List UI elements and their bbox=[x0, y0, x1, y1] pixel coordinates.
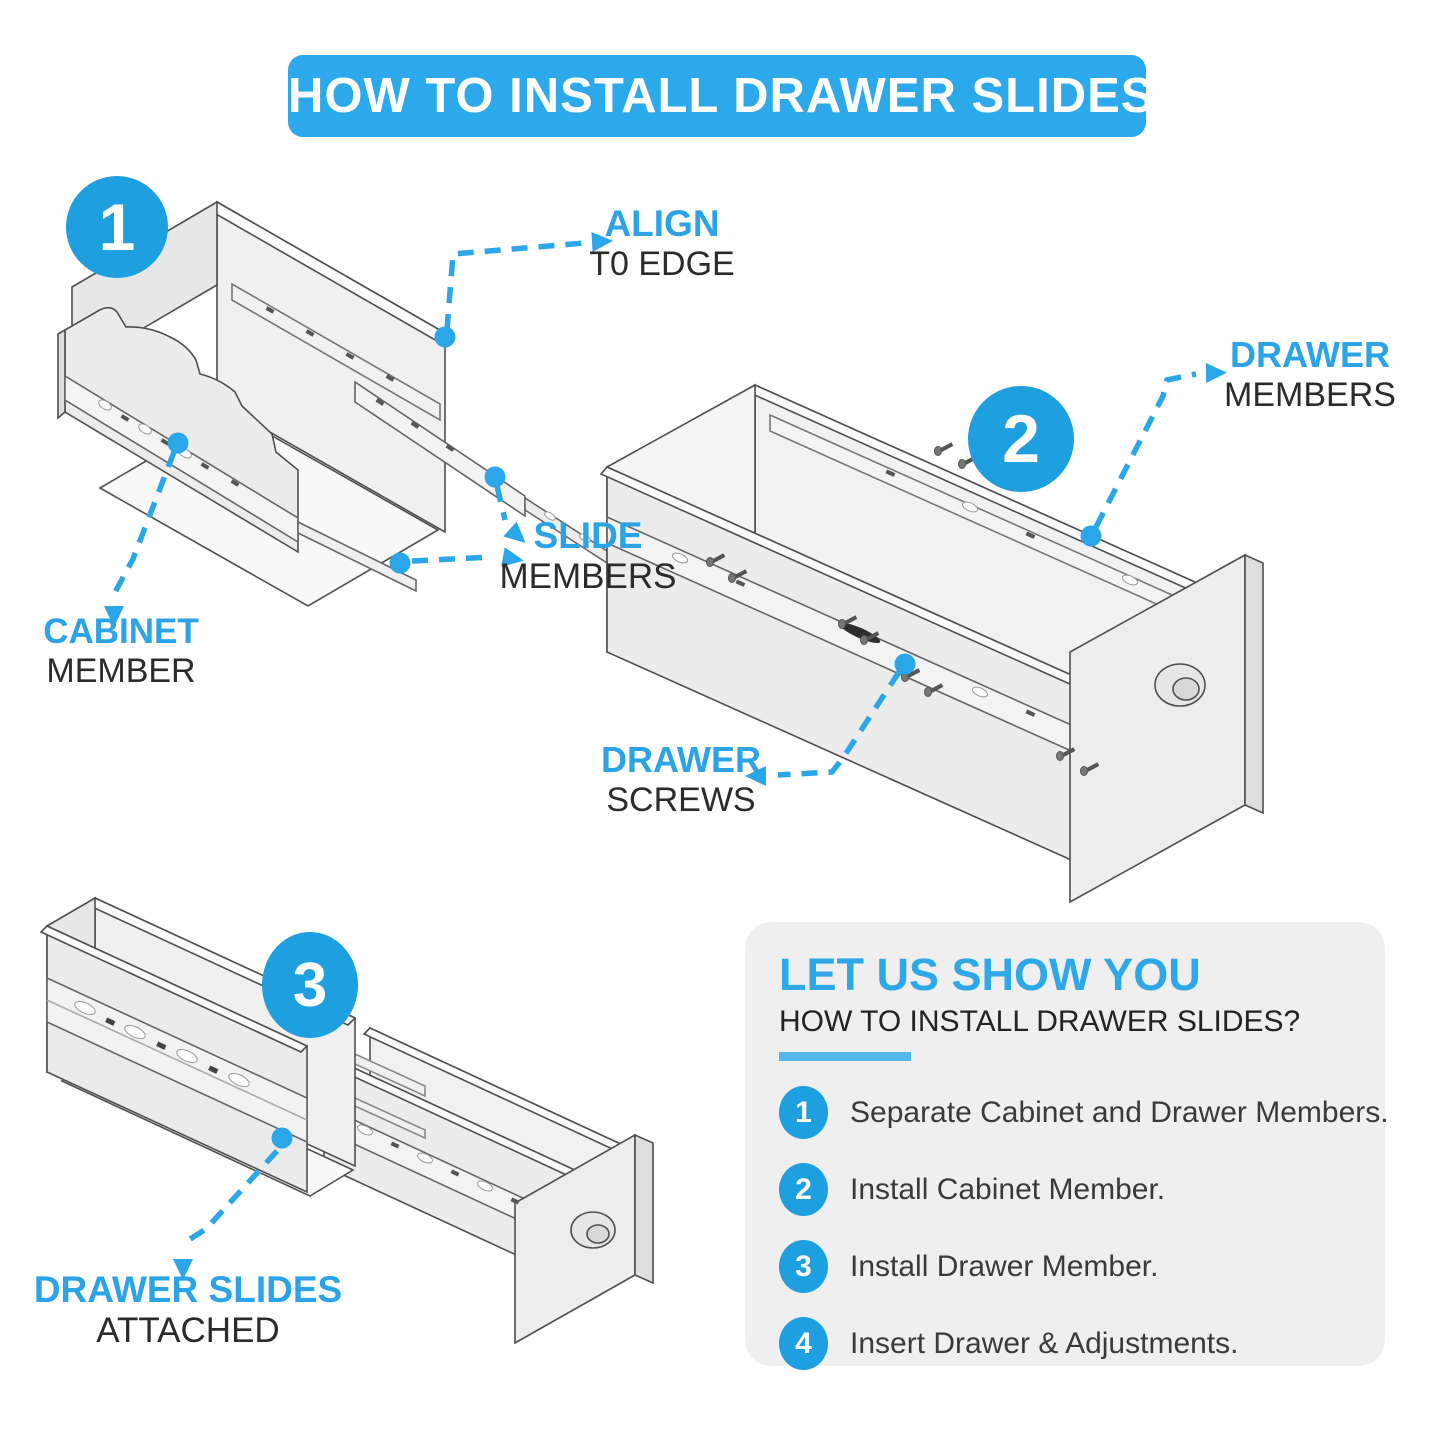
step-badge-2: 2 bbox=[968, 386, 1074, 492]
callout-drawer-slides-attached: DRAWER SLIDES ATTACHED bbox=[34, 1269, 342, 1351]
callout-drawer-members-blue: DRAWER bbox=[1229, 334, 1390, 375]
slide-arrowhead-a bbox=[503, 521, 526, 544]
panel-step-item-1: 1 Separate Cabinet and Drawer Members. bbox=[779, 1086, 1389, 1139]
panel-step-text-3: Install Drawer Member. bbox=[850, 1249, 1159, 1283]
step3-cabinet-section bbox=[39, 896, 357, 1197]
step-badge-1: 1 bbox=[66, 176, 168, 278]
drawer-members-anchor-dot bbox=[1080, 525, 1102, 547]
panel-heading: LET US SHOW YOU bbox=[779, 949, 1201, 1000]
callout-align-blue: ALIGN bbox=[604, 203, 720, 244]
slide-anchor-dot-a bbox=[484, 466, 506, 488]
panel-step-text-4: Insert Drawer & Adjustments. bbox=[850, 1326, 1239, 1360]
drawer-screws-arrowhead bbox=[745, 766, 766, 786]
panel-step-item-2: 2 Install Cabinet Member. bbox=[779, 1163, 1351, 1216]
callout-cabinet-blue: CABINET bbox=[43, 612, 199, 651]
callout-cabinet-dark: MEMBER bbox=[46, 652, 196, 690]
drawer-slides-arrow-line bbox=[182, 1149, 280, 1246]
align-arrow-line bbox=[444, 240, 586, 331]
drawer-slides-arrowhead bbox=[173, 1259, 193, 1280]
callout-drawer-screws-blue: DRAWER bbox=[601, 739, 761, 780]
callout-slide-members: SLIDE MEMBERS bbox=[500, 515, 677, 597]
panel-underline-bar bbox=[779, 1052, 911, 1061]
callout-drawer-screws: DRAWER SCREWS bbox=[601, 739, 761, 820]
callout-slide-blue: SLIDE bbox=[533, 515, 643, 556]
step2-drawer-drawing bbox=[599, 383, 1264, 904]
callout-drawer-members: DRAWER MEMBERS bbox=[1224, 334, 1396, 415]
panel-step-text-2: Install Cabinet Member. bbox=[850, 1172, 1166, 1206]
panel-step-item-4: 4 Insert Drawer & Adjustments. bbox=[779, 1317, 1351, 1370]
drawer-members-arrowhead bbox=[1205, 363, 1227, 383]
step3-assembly-drawing bbox=[39, 896, 654, 1345]
panel-step-item-3: 3 Install Drawer Member. bbox=[779, 1240, 1351, 1293]
callout-align-to-edge: ALIGN T0 EDGE bbox=[589, 203, 734, 284]
callout-cabinet-member: CABINET MEMBER bbox=[43, 612, 199, 691]
slide-members-arrow-line-b bbox=[411, 554, 493, 564]
cabinet-anchor-dot bbox=[167, 432, 189, 454]
step-badge-3: 3 bbox=[262, 932, 358, 1038]
callout-drawer-slides-blue: DRAWER SLIDES bbox=[33, 1269, 343, 1310]
step3-rail-details bbox=[74, 1001, 520, 1205]
slide-anchor-dot-b bbox=[389, 552, 411, 574]
panel-subheading: HOW TO INSTALL DRAWER SLIDES? bbox=[779, 1005, 1301, 1038]
step2-details bbox=[672, 442, 1138, 776]
page-title: HOW TO INSTALL DRAWER SLIDES? bbox=[288, 55, 1184, 137]
drawer-screws-anchor-dot bbox=[894, 653, 916, 675]
align-anchor-dot bbox=[434, 326, 456, 348]
step1-box bbox=[57, 200, 656, 607]
cabinet-arrowhead bbox=[104, 606, 124, 627]
callout-drawer-slides-dark: ATTACHED bbox=[96, 1311, 280, 1350]
panel-step-number-1: 1 bbox=[779, 1086, 828, 1139]
callout-align-dark: T0 EDGE bbox=[589, 245, 735, 283]
instructions-panel: LET US SHOW YOU HOW TO INSTALL DRAWER SL… bbox=[745, 922, 1389, 1370]
cabinet-member-arrow-line bbox=[111, 451, 177, 596]
panel-step-number-3: 3 bbox=[779, 1240, 828, 1293]
slide-arrowhead-b bbox=[501, 547, 524, 567]
step2-box bbox=[599, 383, 1264, 904]
panel-step-number-4: 4 bbox=[779, 1317, 828, 1370]
callout-drawer-screws-dark: SCREWS bbox=[606, 781, 756, 819]
drawer-members-arrow-line bbox=[1093, 371, 1197, 529]
step1-rail-details bbox=[98, 306, 626, 565]
panel-step-text-1: Separate Cabinet and Drawer Members. bbox=[850, 1095, 1389, 1129]
panel-step-list: 1 Separate Cabinet and Drawer Members. 2… bbox=[779, 1086, 1389, 1370]
drawer-screws-arrow-line bbox=[777, 670, 902, 778]
step1-cabinet-drawing bbox=[57, 200, 656, 607]
slide-members-arrow-line-a bbox=[494, 485, 508, 521]
callout-slide-dark: MEMBERS bbox=[499, 557, 677, 596]
align-arrowhead bbox=[591, 232, 613, 252]
drawer-slides-anchor-dot bbox=[271, 1127, 293, 1149]
panel-step-number-2: 2 bbox=[779, 1163, 828, 1216]
callout-drawer-members-dark: MEMBERS bbox=[1224, 376, 1396, 414]
